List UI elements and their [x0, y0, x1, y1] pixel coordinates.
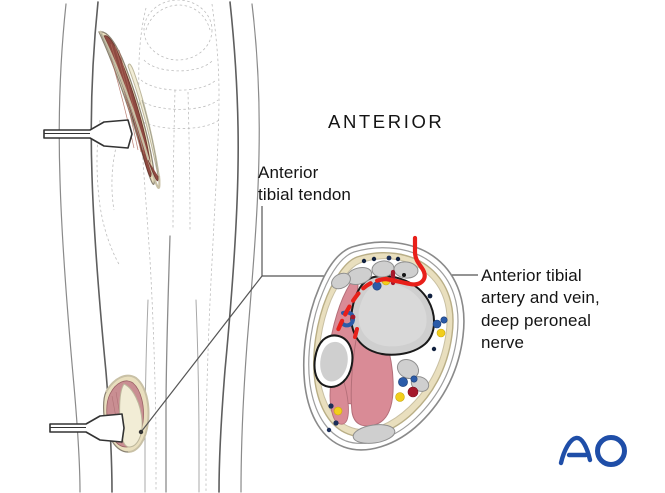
nv-interosseous-artery	[350, 314, 356, 320]
nv-posterior-tibial-artery	[407, 386, 419, 398]
nv-saphenous-vein	[328, 403, 334, 409]
cs-tibia-inner-shading	[358, 283, 427, 347]
leader-origin-dot	[138, 429, 144, 435]
nv-dot-lateral-1	[427, 293, 433, 299]
ao-logo-icon	[558, 435, 627, 467]
leg-outline	[58, 1, 260, 493]
nv-peroneal-vein	[410, 375, 418, 383]
nv-lateral-vein-2	[440, 316, 448, 324]
leg-illustration	[43, 0, 260, 493]
approach-line-dashed	[335, 276, 389, 333]
nv-dot-anterior-2	[371, 256, 377, 262]
nv-tibial-nerve	[395, 392, 405, 402]
nv-small-vein-1	[333, 420, 339, 426]
nv-superficial-peroneal-nerve	[436, 328, 446, 338]
ao-logo	[556, 430, 632, 470]
orientation-label: ANTERIOR	[328, 111, 445, 132]
cross-section	[302, 235, 465, 451]
nv-small-vein-2	[326, 427, 332, 433]
nv-lateral-vein-1	[432, 319, 442, 329]
cs-fibula-inner	[320, 341, 348, 382]
anterior-tibial-tendon-label: Anterior tibial tendon	[258, 163, 351, 205]
nv-dot-tibia-surface	[402, 273, 406, 277]
nv-dot-anterior-3	[386, 255, 392, 261]
cs-approach-line	[335, 235, 427, 339]
neurovascular-bundle-label: Anterior tibial artery and vein, deep pe…	[481, 266, 600, 353]
nv-anterior-tibial-vein	[372, 281, 382, 291]
nv-posterior-tibial-vein	[398, 377, 408, 387]
cs-tendon-posterior-1	[396, 358, 420, 380]
proximal-incision	[98, 30, 161, 189]
retractor-proximal	[43, 119, 133, 149]
approach-line-marker	[353, 327, 359, 339]
cs-tendon-edl	[393, 261, 419, 279]
cs-achilles-tendon	[352, 424, 396, 444]
nv-dot-anterior-1	[361, 258, 367, 264]
nv-dot-lateral-2	[431, 346, 437, 352]
nv-dot-anterior-4	[395, 256, 401, 262]
nv-saphenous-nerve	[333, 406, 343, 416]
approach-line-solid	[383, 235, 427, 287]
cs-tendon-left	[331, 272, 351, 290]
retractor-distal	[49, 413, 125, 443]
leader-distal-incision	[140, 275, 263, 433]
